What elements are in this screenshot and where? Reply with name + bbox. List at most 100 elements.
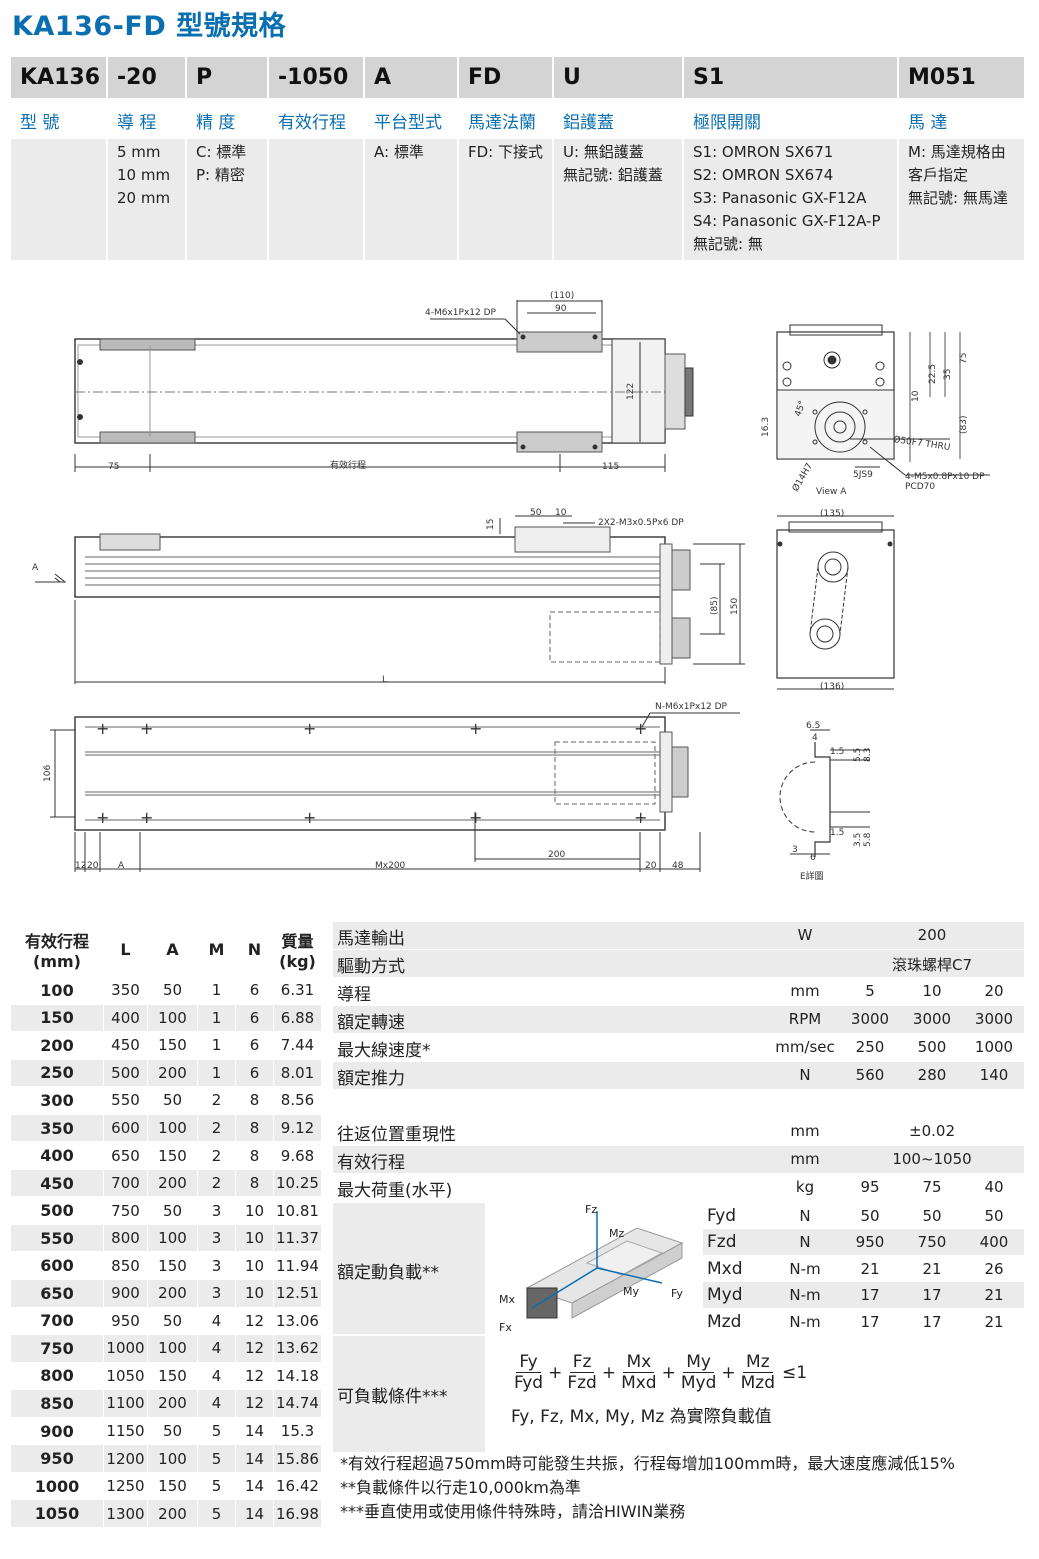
table-cell: 8 xyxy=(236,1087,274,1115)
formula-plus: + xyxy=(601,1362,617,1383)
footnote: **負載條件以行走10,000km為準 xyxy=(340,1478,581,1497)
model-code-option: 20 mm xyxy=(117,189,171,207)
svg-text:+: + xyxy=(96,808,109,827)
model-code-option: 無記號: 無 xyxy=(693,235,763,253)
e-5.8: 5.8 xyxy=(863,832,873,847)
table-cell: 14 xyxy=(236,1417,274,1446)
table-header: N xyxy=(236,922,274,977)
spec-unit: N-m xyxy=(789,1312,821,1331)
table-cell: 10.25 xyxy=(274,1169,322,1198)
model-code-label: 平台型式 xyxy=(365,98,457,139)
spec-value: 95 xyxy=(860,1178,880,1196)
table-cell: 11.37 xyxy=(274,1224,322,1253)
spec-unit: N-m xyxy=(789,1286,821,1305)
spec-row-drive: 驅動方式 滾珠螺桿C7 xyxy=(333,950,1024,977)
table-cell: 7.44 xyxy=(274,1032,322,1060)
table-cell: 6 xyxy=(236,977,274,1005)
table-cell: 650 xyxy=(11,1280,104,1308)
formula-numerator: Mz xyxy=(743,1352,773,1373)
spec-value: 100~1050 xyxy=(892,1150,972,1168)
table-cell: 50 xyxy=(148,1197,198,1225)
spec-unit: N xyxy=(799,1207,811,1225)
model-code-option: 5 mm xyxy=(117,143,161,161)
dim-12: 12 xyxy=(75,861,86,871)
model-code-label: 馬達法蘭 xyxy=(459,98,552,139)
spec-value: 950 xyxy=(855,1233,885,1252)
e-6: 6 xyxy=(810,853,816,863)
table-cell: 150 xyxy=(148,1252,198,1281)
axis-fy: Fy xyxy=(671,1287,683,1300)
table-cell: 3 xyxy=(198,1197,236,1225)
top-view xyxy=(74,300,694,472)
model-code-segment: FD xyxy=(459,57,552,98)
spec-value: 140 xyxy=(979,1066,1009,1084)
table-cell: 1250 xyxy=(104,1472,148,1501)
table-cell: 14 xyxy=(236,1445,274,1473)
technical-drawings: 4-M6x1Px12 DP (110) 90 122 75 有效行程 115 xyxy=(0,282,1039,888)
model-code-option: S1: OMRON SX671 xyxy=(693,143,834,161)
table-cell: 5 xyxy=(198,1445,236,1473)
table-cell: 400 xyxy=(11,1142,104,1170)
model-code-segment: -20 xyxy=(108,57,185,98)
table-cell: 700 xyxy=(104,1169,148,1198)
e-1.5a: 1.5 xyxy=(830,747,844,757)
table-cell: 1000 xyxy=(104,1335,148,1363)
table-cell: 100 xyxy=(148,1335,198,1363)
model-code-label: 鋁護蓋 xyxy=(554,98,682,139)
spec-value: 21 xyxy=(984,1286,1004,1305)
bottom-view xyxy=(50,712,740,872)
table-cell: 1 xyxy=(198,1032,236,1060)
spec-value: 17 xyxy=(860,1286,880,1305)
model-code-label: 極限開關 xyxy=(684,98,897,139)
dim-85: (85) xyxy=(710,597,720,615)
e-8.3: 8.3 xyxy=(863,748,873,762)
view-a-drawing xyxy=(776,324,990,476)
table-cell: 1050 xyxy=(11,1500,104,1528)
model-code-options: U: 無鋁護蓋無記號: 鋁護蓋 xyxy=(554,139,682,260)
spec-value: 200 xyxy=(917,926,947,944)
table-cell: 1 xyxy=(198,977,236,1005)
spec-unit: mm xyxy=(790,1150,820,1168)
load-axes-svg: Fz Mz Mx Fx My Fy xyxy=(499,1203,683,1334)
dim-20: 20 xyxy=(87,861,99,871)
table-cell: 12 xyxy=(236,1335,274,1363)
dim-L: L xyxy=(382,675,387,685)
table-cell: 100 xyxy=(148,1445,198,1473)
table-cell: 900 xyxy=(104,1280,148,1308)
table-cell: 1300 xyxy=(104,1500,148,1528)
table-cell: 6 xyxy=(236,1032,274,1060)
spec-value: 20 xyxy=(984,982,1004,1000)
dim-150: 150 xyxy=(730,598,740,615)
formula-denominator: Fyd xyxy=(514,1373,544,1393)
table-cell: 6 xyxy=(236,1004,274,1033)
dim-side-15: 15 xyxy=(486,519,496,530)
model-code-options xyxy=(11,139,106,260)
table-cell: 200 xyxy=(11,1032,104,1060)
table-cell: 8 xyxy=(236,1114,274,1143)
table-cell: 500 xyxy=(11,1197,104,1225)
spec-value: 21 xyxy=(922,1259,942,1278)
spec-value: 17 xyxy=(922,1286,942,1305)
model-code-option: U: 無鋁護蓋 xyxy=(563,143,644,161)
table-cell: 200 xyxy=(148,1059,198,1088)
dim-14h7: Ø14H7 xyxy=(790,461,815,493)
axis-my: My xyxy=(623,1285,639,1298)
e-detail-title: E詳圖 xyxy=(800,870,824,882)
table-cell: 200 xyxy=(148,1280,198,1308)
dim-side-50: 50 xyxy=(530,508,542,518)
